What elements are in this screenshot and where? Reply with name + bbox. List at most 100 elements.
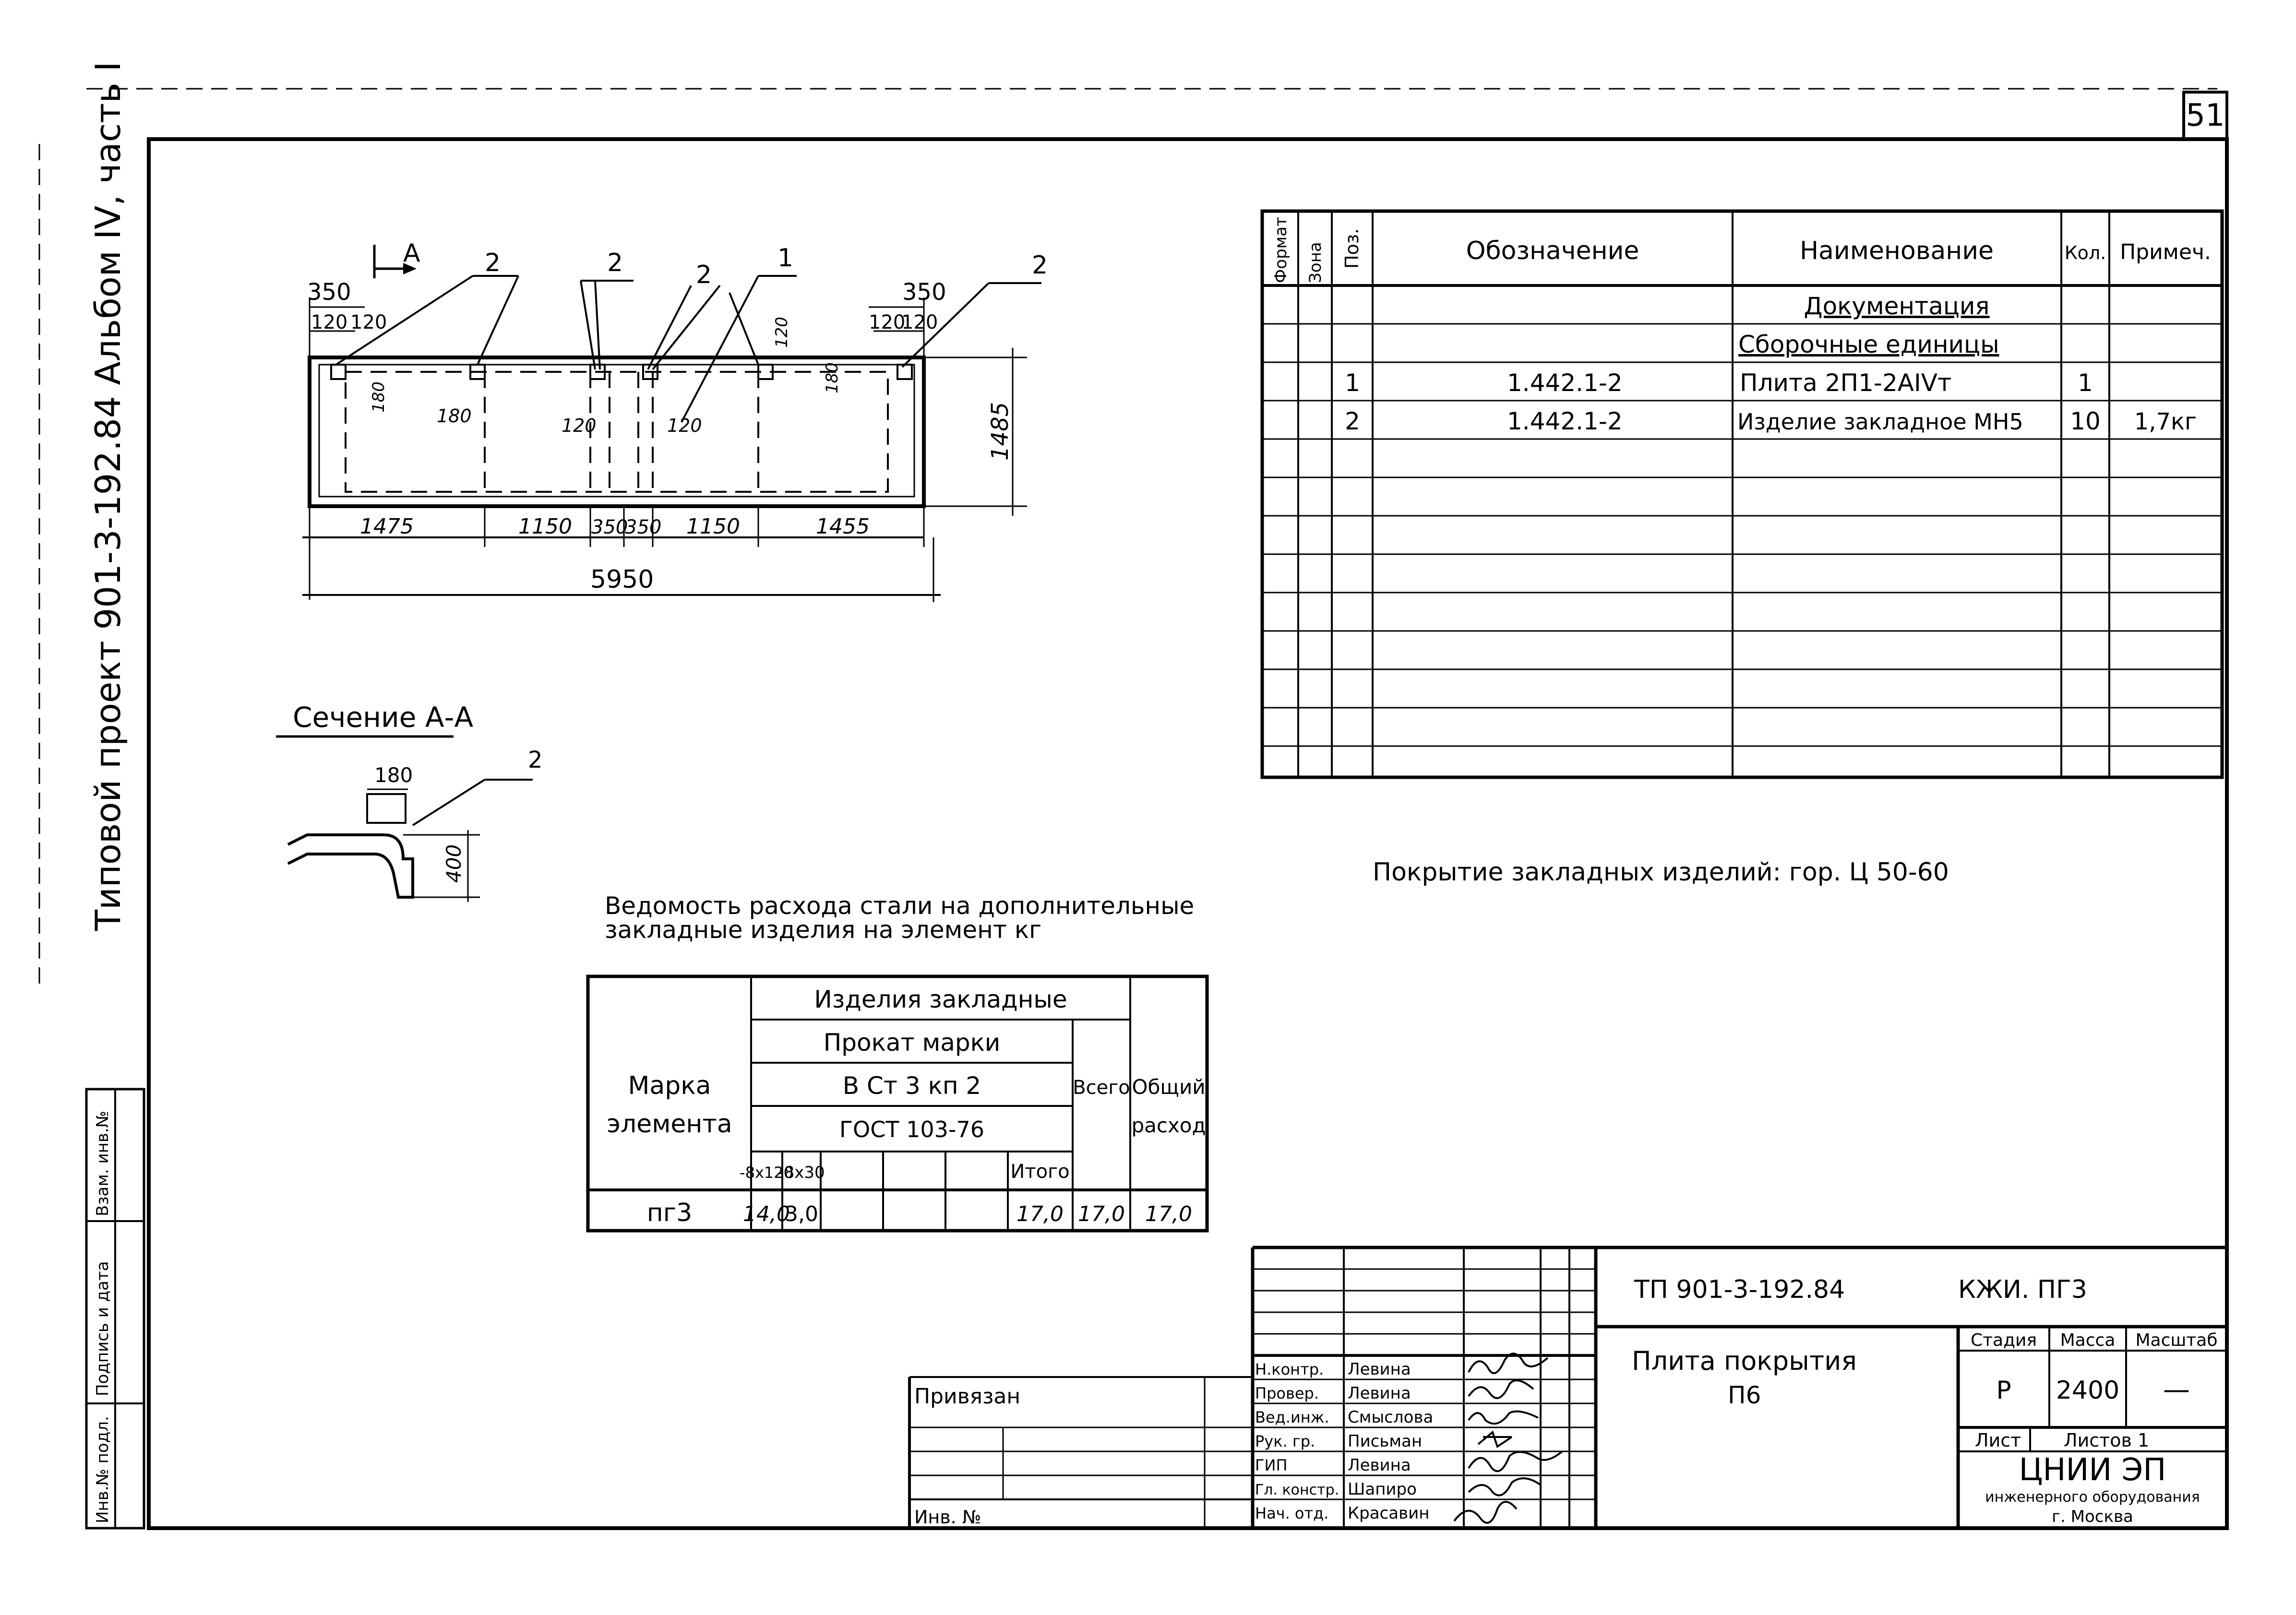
spec-row1-pos: 1: [1345, 369, 1360, 397]
steel-row-v1: 14,0: [743, 1202, 790, 1226]
role-glkonstr: Гл. констр.: [1255, 1482, 1339, 1498]
inner-label-180b: 180: [369, 381, 388, 413]
steel-row-obsh: 17,0: [1145, 1202, 1192, 1226]
spec-table: Формат Зона Поз. Обозначение Наименовани…: [1260, 209, 2224, 779]
dim-120-right-b: 120: [901, 311, 938, 333]
sheet-header: Лист: [1975, 1430, 2021, 1451]
title-block: Привязан Инв. № Н.контр. Провер. Вед.инж…: [908, 1246, 2227, 1528]
inner-label-120c: 120: [772, 317, 791, 348]
stage-value: Р: [1996, 1376, 2011, 1405]
spec-row1-qty: 1: [2078, 369, 2093, 397]
inner-label-180a: 180: [437, 405, 472, 427]
role-vedinzh: Вед.инж.: [1255, 1408, 1329, 1426]
stamp-inv-label: Инв.№ подл.: [93, 1416, 112, 1523]
steel-h-prokat: Прокат марки: [824, 1029, 1001, 1057]
stage-header: Стадия: [1971, 1330, 2037, 1350]
spec-row-doc: Документация: [1804, 292, 1990, 320]
spec-row2-pos: 2: [1345, 407, 1360, 435]
spec-row1-name: Плита 2П1-2АIVт: [1740, 369, 1951, 397]
steel-h-common-1: Общий: [1132, 1075, 1205, 1099]
steel-h-common-2: расход: [1131, 1114, 1206, 1137]
spec-header-name: Наименование: [1800, 237, 1994, 265]
spec-header-qty: Кол.: [2065, 242, 2106, 263]
role-gip: ГИП: [1255, 1456, 1288, 1474]
dim-1485: 1485: [987, 402, 1014, 461]
callout-2d: 2: [1032, 251, 1048, 280]
role-rukgr: Рук. гр.: [1255, 1432, 1315, 1450]
section-height-400: 400: [442, 844, 466, 883]
steel-h-mark-1: Марка: [628, 1071, 711, 1100]
inner-label-180c: 180: [823, 362, 842, 393]
spec-row2-note: 1,7кг: [2134, 408, 2197, 435]
steel-h-group: Изделия закладные: [814, 986, 1067, 1013]
callout-2c: 2: [696, 261, 712, 289]
section-mark-a: A: [403, 239, 420, 268]
name-2: Левина: [1348, 1384, 1411, 1403]
dim-1455: 1455: [816, 514, 870, 539]
role-nachotd: Нач. отд.: [1255, 1504, 1328, 1522]
steel-h-grade: В Ст 3 кп 2: [843, 1072, 981, 1100]
name-4: Письман: [1348, 1432, 1422, 1451]
callout-1: 1: [777, 244, 793, 273]
steel-h-gost: ГОСТ 103-76: [839, 1116, 984, 1142]
section-width-180: 180: [374, 763, 413, 787]
steel-sub-2: -8х30: [778, 1163, 825, 1182]
dim-1150-b: 1150: [686, 514, 740, 539]
role-nkontr: Н.контр.: [1255, 1360, 1324, 1378]
section-a-a: Сечение А-А 180 400 2: [276, 701, 543, 902]
dim-1150-a: 1150: [518, 514, 572, 539]
side-project-text: Типовой проект 901-3-192.84 Альбом IV, ч…: [88, 61, 128, 931]
name-5: Левина: [1348, 1456, 1411, 1475]
privyazan-label: Привязан: [914, 1384, 1020, 1409]
section-title: Сечение А-А: [293, 701, 473, 734]
dim-5950: 5950: [590, 565, 654, 594]
steel-h-total: Всего: [1073, 1077, 1130, 1099]
project-code: ТП 901-3-192.84: [1634, 1275, 1845, 1304]
left-stamp: Инв.№ подл. Подпись и дата Взам. инв.№: [85, 1088, 145, 1530]
section-callout-2: 2: [528, 747, 543, 773]
role-prover: Провер.: [1255, 1384, 1319, 1402]
inner-label-120a: 120: [562, 415, 597, 436]
item-name-2: П6: [1728, 1381, 1761, 1409]
org-subtitle: инженерного оборудования: [1985, 1489, 2200, 1506]
steel-sub-itogo: Итого: [1010, 1161, 1069, 1183]
callout-2a: 2: [485, 249, 501, 277]
name-6: Шапиро: [1348, 1480, 1417, 1499]
dim-120-right-a: 120: [869, 311, 905, 333]
section-code: КЖИ. ПГ3: [1958, 1275, 2087, 1304]
steel-row-vsego: 17,0: [1078, 1202, 1125, 1226]
dim-120-left-a: 120: [311, 311, 347, 333]
spec-row2-name: Изделие закладное МН5: [1737, 409, 2023, 435]
dim-350-right: 350: [902, 279, 946, 306]
spec-header-pos: Поз.: [1341, 228, 1363, 269]
plate-drawing: A 2 2 2 1 2: [302, 239, 1048, 602]
dim-1475: 1475: [360, 514, 414, 539]
dim-350-b: 350: [625, 516, 661, 538]
stamp-replace-label: Взам. инв.№: [93, 1111, 112, 1216]
stamp-sign-label: Подпись и дата: [93, 1261, 112, 1396]
plate-outline: [308, 356, 926, 508]
steel-title-1: Ведомость расхода стали на дополнительны…: [605, 892, 1194, 920]
signatures: [1453, 1353, 1563, 1524]
steel-table: Ведомость расхода стали на дополнительны…: [586, 892, 1209, 1233]
spec-header-zone: Зона: [1306, 242, 1325, 283]
spec-header-note: Примеч.: [2120, 240, 2211, 264]
dim-350-left: 350: [307, 279, 351, 306]
name-3: Смыслова: [1348, 1408, 1433, 1427]
mass-header: Масса: [2060, 1330, 2116, 1350]
spec-header-designation: Обозначение: [1466, 237, 1639, 265]
sheet-number-box: [2182, 91, 2228, 141]
sheets-header: Листов 1: [2064, 1430, 2149, 1451]
mass-value: 2400: [2056, 1376, 2119, 1405]
coating-note: Покрытие закладных изделий: гор. Ц 50-60: [1373, 858, 1949, 887]
spec-row-assemblies: Сборочные единицы: [1738, 331, 1999, 358]
name-1: Левина: [1348, 1360, 1411, 1379]
steel-h-mark-2: элемента: [607, 1110, 732, 1139]
drawing-frame: [147, 137, 2229, 1530]
scale-header: Масштаб: [2135, 1330, 2217, 1350]
inner-label-120b: 120: [667, 415, 702, 436]
dim-120-left-b: 120: [350, 311, 387, 333]
org-name: ЦНИИ ЭП: [2019, 1452, 2166, 1488]
dim-350-a: 350: [591, 516, 628, 538]
